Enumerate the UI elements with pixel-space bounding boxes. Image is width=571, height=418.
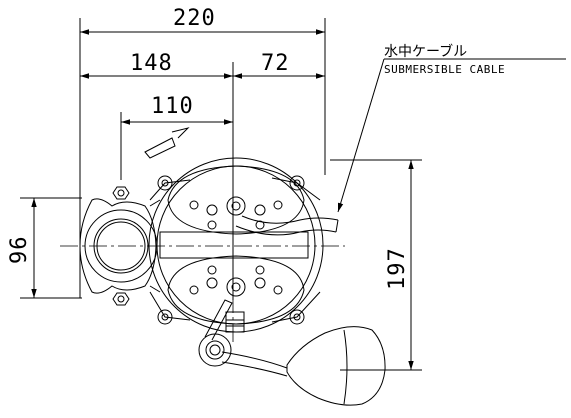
- lower-flange: [167, 255, 305, 325]
- rotation-arrow-icon: [144, 127, 190, 159]
- cable-label-en: SUBMERSIBLE CABLE: [384, 63, 505, 76]
- dim-197-text: 197: [385, 247, 410, 290]
- discharge-outlet: [79, 186, 161, 306]
- extension-lines: [20, 18, 422, 371]
- center-lines: [60, 150, 345, 342]
- motor-housing: [148, 157, 324, 333]
- dimension-lines: [31, 29, 414, 370]
- dim-96-text: 96: [7, 236, 32, 265]
- mid-band: [159, 231, 309, 259]
- cable-label-jp: 水中ケーブル: [384, 43, 467, 60]
- float-switch: [198, 299, 386, 406]
- dim-148-text: 148: [130, 51, 173, 76]
- cable-leader: [337, 58, 566, 213]
- pump-body: [148, 157, 324, 333]
- float-ball: [286, 326, 386, 406]
- upper-flange: [167, 165, 305, 235]
- dim-72-text: 72: [261, 51, 290, 76]
- dim-220-text: 220: [173, 6, 216, 31]
- submersible-cable: [235, 215, 339, 236]
- dim-110-text: 110: [151, 94, 194, 119]
